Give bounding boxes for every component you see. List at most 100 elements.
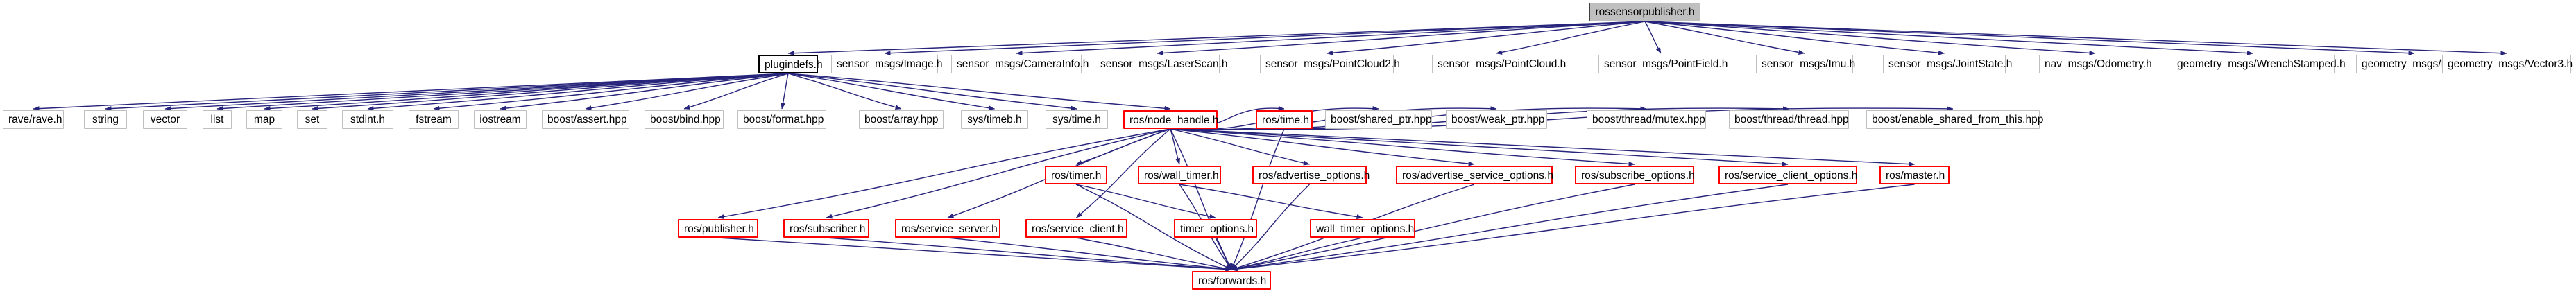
graph-node-fstream[interactable]: fstream: [409, 110, 459, 129]
graph-node-boost-format-hpp[interactable]: boost/format.hpp: [737, 110, 826, 129]
graph-node-label: plugindefs.h: [765, 59, 823, 71]
graph-node-label: iostream: [479, 114, 521, 125]
graph-node-sensor-msgs-pointcloud-h[interactable]: sensor_msgs/PointCloud.h: [1432, 55, 1566, 73]
graph-node-boost-array-hpp[interactable]: boost/array.hpp: [859, 110, 944, 129]
graph-edge: [787, 73, 1171, 111]
graph-node-boost-enable-shared-from-this-hpp[interactable]: boost/enable_shared_from_this.hpp: [1866, 110, 2044, 129]
graph-node-stdint-h[interactable]: stdint.h: [342, 110, 393, 129]
graph-node-sensor-msgs-jointstate-h[interactable]: sensor_msgs/JointState.h: [1883, 55, 2012, 73]
graph-node-boost-thread-thread-hpp[interactable]: boost/thread/thread.hpp: [1729, 110, 1849, 129]
graph-edge: [1170, 128, 1635, 166]
graph-node-wall-timer-options-h[interactable]: wall_timer_options.h: [1310, 219, 1415, 238]
graph-node-set[interactable]: set: [297, 110, 327, 129]
graph-node-sys-timeb-h[interactable]: sys/timeb.h: [961, 110, 1028, 129]
graph-node-boost-thread-mutex-hpp[interactable]: boost/thread/mutex.hpp: [1587, 110, 1706, 129]
graph-node-label: ros/master.h: [1886, 170, 1945, 182]
graph-edge: [164, 73, 789, 112]
graph-edge: [1170, 128, 1475, 166]
graph-edge: [787, 21, 1646, 56]
graph-edge: [1170, 128, 1915, 167]
graph-edge: [826, 128, 1171, 219]
graph-node-ros-advertise-options-h[interactable]: ros/advertise_options.h: [1252, 166, 1370, 184]
graph-node-label: geometry_msgs/Vector3.h: [2448, 58, 2573, 70]
graph-node-label: timer_options.h: [1180, 223, 1254, 235]
graph-node-boost-bind-hpp[interactable]: boost/bind.hpp: [645, 110, 724, 129]
graph-node-ros-forwards-h[interactable]: ros/forwards.h: [1192, 271, 1271, 290]
graph-node-label: ros/advertise_options.h: [1259, 170, 1370, 182]
graph-edge: [787, 73, 902, 110]
graph-node-sensor-msgs-pointcloud2-h[interactable]: sensor_msgs/PointCloud2.h: [1260, 55, 1400, 73]
graph-node-ros-subscriber-h[interactable]: ros/subscriber.h: [783, 219, 869, 238]
graph-edge: [781, 73, 789, 110]
graph-node-label: nav_msgs/Odometry.h: [2045, 58, 2152, 70]
graph-edge: [312, 73, 789, 111]
graph-node-map[interactable]: map: [246, 110, 282, 129]
graph-node-ros-service-server-h[interactable]: ros/service_server.h: [895, 219, 1000, 238]
graph-node-iostream[interactable]: iostream: [474, 110, 527, 129]
graph-node-ros-master-h[interactable]: ros/master.h: [1879, 166, 1950, 184]
graph-node-label: stdint.h: [350, 114, 385, 125]
graph-node-ros-subscribe-options-h[interactable]: ros/subscribe_options.h: [1575, 166, 1695, 184]
graph-node-list[interactable]: list: [203, 110, 232, 129]
graph-node-label: boost/enable_shared_from_this.hpp: [1872, 114, 2044, 125]
graph-node-sensor-msgs-pointfield-h[interactable]: sensor_msgs/PointField.h: [1598, 55, 1728, 73]
graph-node-ros-publisher-h[interactable]: ros/publisher.h: [678, 219, 758, 238]
graph-node-sensor-msgs-imu-h[interactable]: sensor_msgs/Imu.h: [1756, 55, 1855, 73]
graph-node-ros-wall-timer-h[interactable]: ros/wall_timer.h: [1138, 166, 1221, 184]
graph-node-label: rossensorpublisher.h: [1595, 6, 1695, 18]
graph-node-label: ros/advertise_service_options.h: [1402, 170, 1553, 182]
graph-node-label: ros/wall_timer.h: [1144, 170, 1219, 182]
graph-node-sys-time-h[interactable]: sys/time.h: [1046, 110, 1108, 129]
graph-node-timer-options-h[interactable]: timer_options.h: [1174, 219, 1257, 238]
graph-edge: [787, 73, 1077, 111]
graph-node-label: ros/subscriber.h: [790, 223, 866, 235]
graph-node-ros-node-handle-h[interactable]: ros/node_handle.h: [1123, 110, 1218, 129]
graph-node-rave-rave-h[interactable]: rave/rave.h: [3, 110, 64, 129]
graph-node-label: geometry_msgs/WrenchStamped.h: [2177, 58, 2346, 70]
graph-node-boost-weak-ptr-hpp[interactable]: boost/weak_ptr.hpp: [1446, 110, 1547, 129]
graph-edge: [1231, 128, 1285, 270]
graph-node-label: boost/thread/thread.hpp: [1734, 114, 1849, 125]
graph-node-ros-time-h[interactable]: ros/time.h: [1256, 110, 1313, 129]
graph-node-label: ros/subscribe_options.h: [1581, 170, 1695, 182]
graph-node-sensor-msgs-image-h[interactable]: sensor_msgs/Image.h: [831, 55, 943, 73]
graph-node-plugindefs-h[interactable]: plugindefs.h: [758, 55, 823, 73]
graph-edge: [884, 21, 1646, 56]
graph-node-label: wall_timer_options.h: [1316, 223, 1415, 235]
graph-edge: [1016, 21, 1646, 56]
graph-node-label: vector: [150, 114, 180, 125]
graph-edge: [1076, 237, 1232, 271]
graph-node-ros-service-client-options-h[interactable]: ros/service_client_options.h: [1718, 166, 1857, 184]
graph-edge: [1231, 184, 1635, 271]
graph-node-ros-timer-h[interactable]: ros/timer.h: [1045, 166, 1107, 184]
graph-edge: [947, 237, 1232, 272]
graph-edge: [683, 73, 789, 110]
graph-node-geometry-msgs-vector3-h[interactable]: geometry_msgs/Vector3.h: [2442, 55, 2573, 73]
graph-edge: [1170, 128, 1232, 270]
graph-node-label: sensor_msgs/Image.h: [837, 58, 943, 70]
graph-node-label: boost/array.hpp: [864, 114, 939, 125]
graph-node-label: sensor_msgs/CameraInfo.h: [957, 58, 1089, 70]
graph-edge: [1231, 237, 1363, 271]
graph-edge: [105, 73, 789, 112]
graph-edge: [826, 237, 1232, 272]
graph-edge: [1170, 128, 1181, 165]
graph-node-sensor-msgs-laserscan-h[interactable]: sensor_msgs/LaserScan.h: [1095, 55, 1228, 73]
graph-node-geometry-msgs-wrenchstamped-h[interactable]: geometry_msgs/WrenchStamped.h: [2172, 55, 2346, 73]
graph-edge: [1215, 237, 1232, 270]
graph-node-label: boost/bind.hpp: [650, 114, 721, 125]
graph-node-vector[interactable]: vector: [143, 110, 187, 129]
graph-node-rossensorpublisher-h[interactable]: rossensorpublisher.h: [1589, 3, 1700, 21]
graph-node-boost-shared-ptr-hpp[interactable]: boost/shared_ptr.hpp: [1325, 110, 1432, 129]
graph-edge: [500, 73, 789, 111]
graph-node-ros-advertise-service-options-h[interactable]: ros/advertise_service_options.h: [1396, 166, 1553, 184]
graph-node-string[interactable]: string: [84, 110, 127, 129]
graph-node-nav-msgs-odometry-h[interactable]: nav_msgs/Odometry.h: [2039, 55, 2152, 73]
graph-node-sensor-msgs-camerainfo-h[interactable]: sensor_msgs/CameraInfo.h: [951, 55, 1089, 73]
graph-node-boost-assert-hpp[interactable]: boost/assert.hpp: [542, 110, 629, 129]
graph-node-label: ros/publisher.h: [684, 223, 754, 235]
graph-node-label: sys/time.h: [1052, 114, 1101, 125]
graph-node-ros-service-client-h[interactable]: ros/service_client.h: [1025, 219, 1127, 238]
